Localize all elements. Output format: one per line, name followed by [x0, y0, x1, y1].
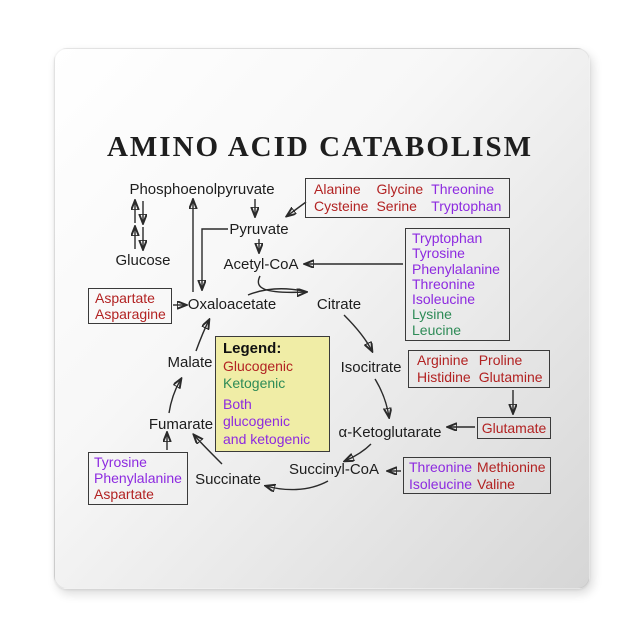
amino-acid-serine: Serine [376, 198, 417, 214]
amino-acid-tyrosine: Tyrosine [94, 454, 147, 470]
metabolite-alpha-ketoglutarate: α-Ketoglutarate [338, 424, 442, 441]
amino-acid-aspartate: Aspartate [95, 290, 155, 306]
arrow-malate-to-oxaloacetate [195, 320, 209, 352]
metabolite-acetyl-coa: Acetyl-CoA [223, 256, 299, 273]
amino-acid-valine: Valine [477, 475, 515, 492]
amino-acid-tyrosine: Tyrosine [412, 245, 465, 262]
arrow-pyruvate-to-oxaloacetate [202, 228, 228, 289]
amino-acid-threonine: Threonine [431, 181, 495, 197]
legend-item-glucogenic: Glucogenic [223, 357, 294, 374]
metabolite-phosphoenolpyruvate: Phosphoenolpyruvate [129, 181, 275, 198]
metabolite-malate: Malate [167, 354, 213, 371]
amino-acid-box-to-pyruvate: Alanine Glycine Threonine Cysteine Serin… [305, 178, 510, 218]
amino-acid-phenylalanine: Phenylalanine [412, 260, 500, 277]
amino-acid-box-to-fumarate: Tyrosine Phenylalanine Aspartate [88, 452, 188, 506]
amino-acid-asparagine: Asparagine [95, 306, 166, 322]
amino-acid-aspartate: Aspartate [94, 485, 154, 502]
amino-acid-cysteine: Cysteine [314, 198, 369, 214]
amino-acid-glutamine: Glutamine [478, 369, 543, 385]
arrow-succinylcoa-to-succinate [266, 480, 329, 490]
amino-acid-methionine: Methionine [477, 459, 546, 475]
amino-acid-histidine: Histidine [417, 369, 471, 385]
arrow-acetylcoa-to-citrate [257, 275, 306, 292]
amino-acid-glycine: Glycine [376, 181, 424, 197]
amino-acid-box-to-oxaloacetate: Aspartate Asparagine [88, 288, 172, 324]
amino-acid-isoleucine: Isoleucine [409, 475, 473, 492]
arrow-aminoacids-to-pyruvate [287, 201, 307, 216]
arrow-fumarate-to-malate [168, 379, 181, 414]
legend-item-both-line2: and ketogenic [223, 430, 311, 447]
amino-acid-glutamate: Glutamate [481, 420, 547, 436]
amino-acid-threonine: Threonine [412, 275, 476, 292]
arrow-citrate-to-isocitrate [343, 314, 372, 351]
amino-acid-proline: Proline [478, 352, 523, 368]
legend-item-ketogenic: Ketogenic [223, 375, 286, 391]
metabolite-pyruvate: Pyruvate [229, 221, 289, 238]
amino-acid-tryptophan: Tryptophan [412, 230, 483, 246]
metabolite-fumarate: Fumarate [148, 416, 214, 433]
amino-acid-box-to-acetyl-coa: Tryptophan Tyrosine Phenylalanine Threon… [405, 228, 510, 342]
metabolite-glucose: Glucose [115, 252, 171, 269]
amino-acid-box-to-succinyl-coa: Threonine Methionine Isoleucine Valine [403, 457, 551, 494]
ceramic-tile [54, 48, 590, 589]
legend-item-both-line1: Both glucogenic [223, 395, 290, 430]
diagram-title: AMINO ACID CATABOLISM [106, 131, 534, 163]
amino-acid-threonine: Threonine [409, 459, 473, 475]
metabolite-isocitrate: Isocitrate [340, 359, 402, 376]
amino-acid-arginine: Arginine [417, 352, 469, 368]
amino-acid-phenylalanine: Phenylalanine [94, 469, 182, 486]
amino-acid-lysine: Lysine [412, 306, 452, 323]
metabolite-succinate: Succinate [195, 471, 261, 488]
arrow-akg-to-succinylcoa [345, 443, 372, 461]
arrow-succinate-to-fumarate [194, 435, 223, 465]
arrow-oxaloacetate-to-citrate [247, 288, 304, 296]
amino-acid-tryptophan: Tryptophan [431, 198, 502, 214]
arrow-isocitrate-to-akg [374, 378, 389, 417]
amino-acid-alanine: Alanine [314, 181, 361, 197]
metabolite-oxaloacetate: Oxaloacetate [187, 296, 277, 313]
amino-acid-box-to-glutamate: Arginine Proline Histidine Glutamine [408, 350, 550, 388]
amino-acid-leucine: Leucine [412, 321, 462, 338]
legend-heading: Legend: [223, 340, 282, 357]
metabolite-citrate: Citrate [316, 296, 362, 313]
legend-box: Legend: Glucogenic Ketogenic Both glucog… [215, 336, 330, 452]
metabolite-succinyl-coa: Succinyl-CoA [288, 461, 380, 478]
amino-acid-isoleucine: Isoleucine [412, 291, 476, 308]
glutamate-box: Glutamate [477, 417, 551, 439]
